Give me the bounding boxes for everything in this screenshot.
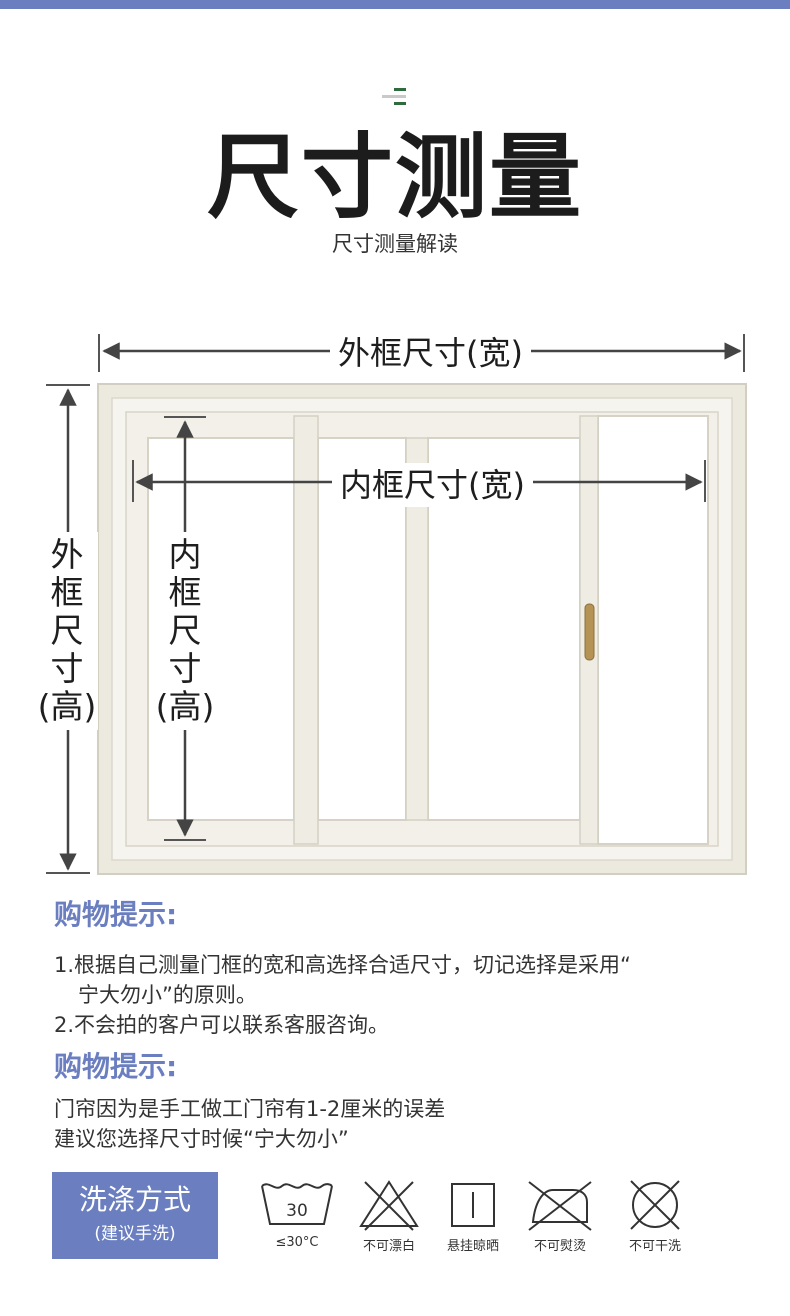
no-dry-clean-icon <box>630 1180 680 1230</box>
wash-method-title: 洗涤方式 <box>78 1183 191 1216</box>
care-label-no-dry-clean: 不可干洗 <box>628 1239 681 1254</box>
inner-width-label: 内框尺寸(宽) <box>332 463 533 507</box>
tip-error-note: 门帘因为是手工做工门帘有1-2厘米的误差 <box>54 1097 446 1121</box>
care-item-no-iron: 不可熨烫 <box>515 1178 605 1256</box>
wash-method-subtitle: (建议手洗) <box>94 1224 176 1244</box>
care-label-hang-dry: 悬挂晾晒 <box>446 1239 499 1254</box>
svg-text:30: 30 <box>286 1201 308 1221</box>
shopping-tips-title: 购物提示: <box>54 898 178 931</box>
care-label-no-bleach: 不可漂白 <box>362 1239 415 1254</box>
care-item-wash-30: 30 ≤30°C <box>252 1178 342 1252</box>
tip-line-1-cont: 宁大勿小”的原则。 <box>78 983 257 1007</box>
tip-line-2: 2.不会拍的客户可以联系客服咨询。 <box>54 1013 390 1037</box>
page-subtitle: 尺寸测量解读 <box>332 232 458 256</box>
window-handle <box>584 603 595 661</box>
decorative-dashes <box>382 88 408 106</box>
wash-30-icon: 30 <box>261 1183 333 1225</box>
care-label-no-iron: 不可熨烫 <box>533 1239 586 1254</box>
mullion-center <box>405 437 429 821</box>
care-label-temp: ≤30°C <box>275 1235 319 1250</box>
wash-method-box: 洗涤方式 (建议手洗) <box>52 1172 218 1259</box>
tip-line-1: 1.根据自己测量门框的宽和高选择合适尺寸，切记选择是采用“ <box>54 953 631 977</box>
tip-size-advice: 建议您选择尺寸时候“宁大勿小” <box>54 1127 349 1151</box>
hang-dry-icon <box>451 1183 495 1227</box>
window-illustration <box>46 334 747 875</box>
no-iron-icon <box>528 1181 592 1231</box>
mullion-left <box>293 415 319 845</box>
page-title: 尺寸测量 <box>206 124 583 231</box>
outer-width-label: 外框尺寸(宽) <box>330 331 531 375</box>
measurement-diagram: 外框尺寸(宽) 内框尺寸(宽) 外 框 尺 寸 (高) 内 框 尺 寸 (高) <box>0 320 790 890</box>
no-bleach-icon <box>359 1180 419 1231</box>
shopping-tips-title-2: 购物提示: <box>54 1050 178 1083</box>
inner-height-label: 内 框 尺 寸 (高) <box>154 532 216 730</box>
glass-pane-right <box>597 415 709 845</box>
outer-height-label: 外 框 尺 寸 (高) <box>36 532 98 730</box>
care-item-no-bleach: 不可漂白 <box>344 1178 434 1256</box>
care-item-no-dry-clean: 不可干洗 <box>610 1178 700 1256</box>
top-accent-bar <box>0 0 790 9</box>
care-item-hang-dry: 悬挂晾晒 <box>428 1178 518 1256</box>
